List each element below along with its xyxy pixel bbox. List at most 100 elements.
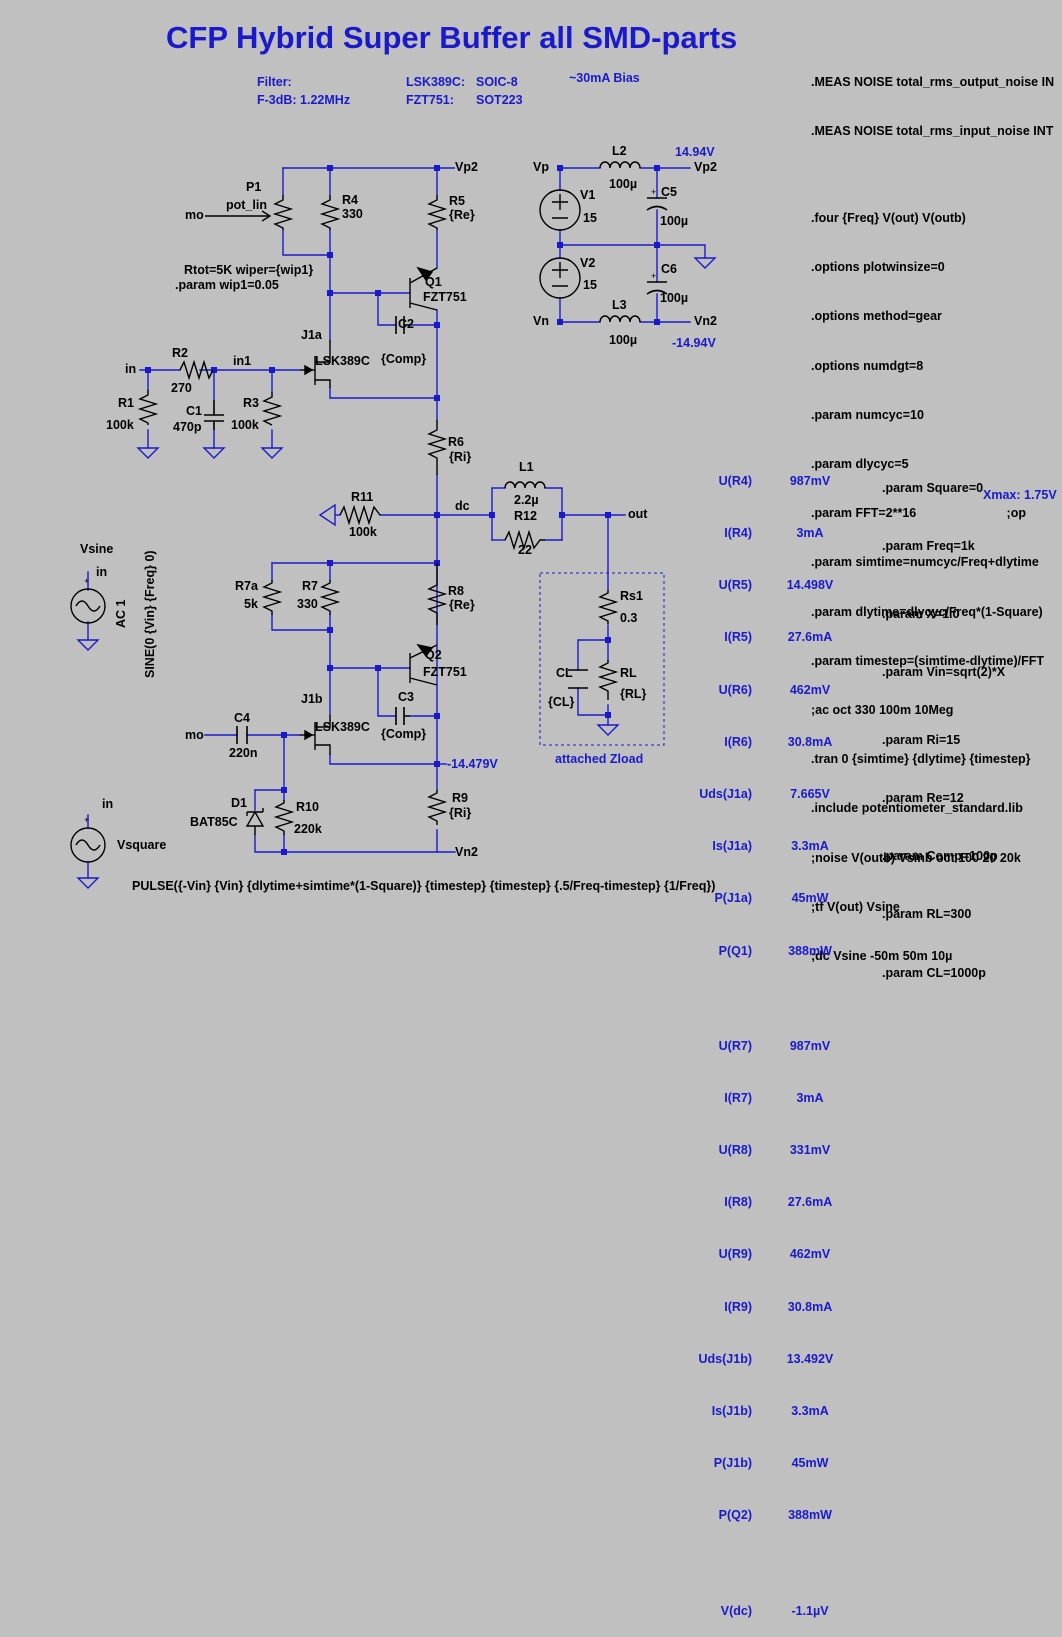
r4-value: 330 bbox=[342, 207, 363, 221]
resistor-r12 bbox=[504, 529, 545, 551]
wire bbox=[271, 614, 331, 631]
r8-name: R8 bbox=[448, 584, 464, 598]
r9-value: {Ri} bbox=[449, 806, 472, 820]
capacitor-cl bbox=[568, 669, 588, 689]
r11-name: R11 bbox=[351, 490, 374, 504]
capacitor-c6 bbox=[646, 281, 668, 295]
directive-line: .tran 0 {simtime} {dlytime} {timestep} bbox=[811, 752, 1031, 767]
d1-value: BAT85C bbox=[190, 815, 238, 829]
wire bbox=[254, 789, 285, 801]
q2-name: Q2 bbox=[425, 648, 442, 662]
jfet-j1b bbox=[300, 715, 331, 755]
j1a-name: J1a bbox=[301, 328, 322, 342]
wire bbox=[436, 829, 456, 853]
c6-value: 100µ bbox=[660, 291, 689, 305]
r2-name: R2 bbox=[172, 346, 188, 360]
param-line: .param X=1.0 bbox=[882, 606, 960, 621]
bias-note: ~30mA Bias bbox=[569, 71, 640, 85]
param-block[interactable]: .param Square=0 .param Freq=1k .param X=… bbox=[882, 440, 1005, 1002]
p1-name: P1 bbox=[246, 180, 262, 194]
schematic-canvas[interactable]: + + bbox=[0, 0, 1062, 933]
capacitor-c1 bbox=[204, 400, 224, 430]
v1-name: V1 bbox=[580, 188, 596, 202]
r1-name: R1 bbox=[118, 396, 134, 410]
directive-line: .MEAS NOISE total_rms_input_noise INT bbox=[811, 124, 1054, 139]
q2-value: FZT751 bbox=[423, 665, 467, 679]
param-line: .param CL=1000p bbox=[882, 965, 986, 980]
c4-name: C4 bbox=[234, 711, 250, 725]
c1-name: C1 bbox=[186, 404, 202, 418]
resistor-r1 bbox=[137, 390, 159, 425]
voltage-source-v1 bbox=[539, 189, 581, 231]
cl-value: {CL} bbox=[548, 695, 575, 709]
net-out: out bbox=[628, 507, 648, 521]
wire bbox=[559, 244, 706, 259]
net-in-vsquare: in bbox=[102, 797, 114, 811]
resistor-rs1 bbox=[597, 590, 619, 624]
rs1-value: 0.3 bbox=[620, 611, 638, 625]
svg-text:+: + bbox=[651, 271, 656, 281]
wire bbox=[329, 387, 438, 399]
directive-line: .options numdgt=8 bbox=[811, 358, 924, 373]
diode-d1 bbox=[245, 808, 265, 835]
directive-line: ;tf V(out) Vsine bbox=[811, 899, 900, 914]
jfet-j1a bbox=[300, 340, 331, 388]
cl-name: CL bbox=[556, 666, 573, 680]
wire bbox=[544, 487, 563, 541]
param-line: .param Comp=100p bbox=[882, 849, 998, 864]
directive-line: .param dlycyc=5 bbox=[811, 457, 909, 472]
node-voltage-neg: -14.479V bbox=[447, 757, 498, 771]
resistor-r5 bbox=[426, 195, 448, 230]
param-line: .param Square=0 bbox=[882, 480, 984, 495]
wire bbox=[377, 292, 397, 326]
resistor-r10 bbox=[273, 800, 295, 835]
ground bbox=[260, 447, 284, 459]
wire bbox=[282, 229, 331, 256]
l1-value: 2.2µ bbox=[514, 493, 539, 507]
c4-value: 220n bbox=[229, 746, 258, 760]
ground bbox=[76, 877, 100, 889]
directive-line: .param simtime=numcyc/Freq+dlytime bbox=[811, 555, 1039, 570]
transistor-q1 bbox=[409, 266, 438, 311]
c3-name: C3 bbox=[398, 690, 414, 704]
inductor-l1 bbox=[504, 481, 546, 489]
resistor-rl bbox=[597, 660, 619, 700]
param-line: .param Ri=15 bbox=[882, 732, 961, 747]
pot-wiper bbox=[205, 210, 272, 222]
q1-name: Q1 bbox=[425, 275, 442, 289]
svg-text:+: + bbox=[84, 576, 89, 586]
param-line: .param Re=12 bbox=[882, 791, 964, 806]
v1-value: 15 bbox=[583, 211, 597, 225]
r7a-name: R7a bbox=[235, 579, 258, 593]
r10-value: 220k bbox=[294, 822, 322, 836]
r7-value: 330 bbox=[297, 597, 318, 611]
xmax-label: Xmax: 1.75V bbox=[983, 488, 1057, 502]
r6-name: R6 bbox=[448, 435, 464, 449]
param-line: .param RL=300 bbox=[882, 907, 972, 922]
r1-value: 100k bbox=[106, 418, 134, 432]
p1-type: pot_lin bbox=[226, 198, 267, 212]
net-vp2-top: Vp2 bbox=[455, 160, 478, 174]
r8-value: {Re} bbox=[449, 598, 475, 612]
directive-line: .four {Freq} V(out) V(outb) bbox=[811, 211, 966, 226]
p1-note1: Rtot=5K wiper={wip1} bbox=[184, 263, 314, 277]
lsk-label: LSK389C: bbox=[406, 75, 466, 89]
capacitor-c2 bbox=[395, 316, 410, 334]
voltage-source-vsine bbox=[70, 588, 106, 624]
param-line: .param Freq=1k bbox=[882, 539, 975, 554]
net-vn: Vn bbox=[533, 314, 549, 328]
directive-line: ;noise V(outb) Vsinb oct 100 20 20k bbox=[811, 850, 1021, 865]
measurement-values: 987mV 3mA 14.498V 27.6mA 462mV 30.8mA 7.… bbox=[786, 473, 834, 1618]
resistor-r11 bbox=[339, 504, 381, 526]
directive-line: ;ac oct 330 100m 10Meg bbox=[811, 703, 954, 718]
directive-line: .param FFT=2**16 ;op bbox=[811, 506, 1026, 521]
vsquare-pulse: PULSE({-Vin} {Vin} {dlytime+simtime*(1-S… bbox=[132, 879, 716, 893]
l3-value: 100µ bbox=[609, 333, 638, 347]
spice-directives[interactable]: .MEAS NOISE total_rms_output_noise IN .M… bbox=[811, 41, 1054, 981]
l3-name: L3 bbox=[612, 298, 627, 312]
resistor-r3 bbox=[261, 392, 283, 426]
vsine-name: Vsine bbox=[80, 542, 114, 556]
net-vp2-supply: Vp2 bbox=[694, 160, 717, 174]
directive-line: .param numcyc=10 bbox=[811, 407, 924, 422]
wire bbox=[577, 624, 609, 671]
